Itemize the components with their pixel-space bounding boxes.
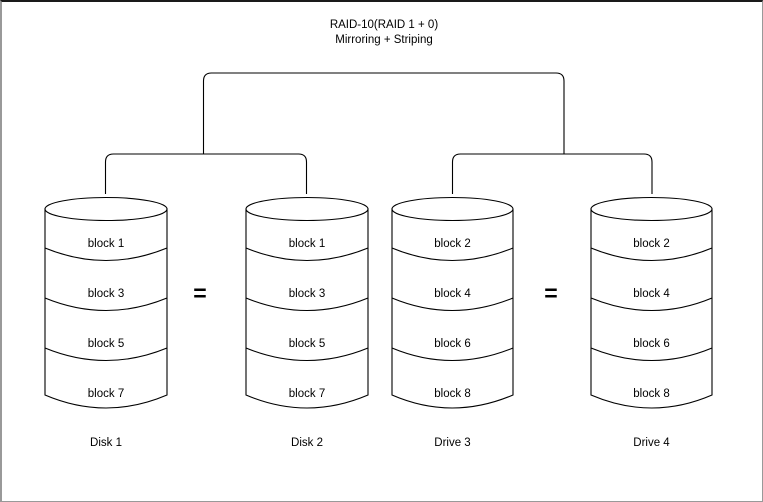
- drive-3-block-3: block 8: [434, 388, 470, 400]
- drive-4-group[interactable]: block 2 block 4 block 6 block 8 Drive 4: [590, 196, 713, 450]
- disk-2-label: Disk 2: [291, 437, 323, 449]
- drive-3-separator-3: [391, 347, 514, 362]
- drive-3-separator-2: [391, 297, 514, 312]
- disk-1-block-1: block 3: [88, 288, 124, 300]
- disk-2-block-1: block 3: [289, 288, 325, 300]
- diagram-title-line1: RAID-10(RAID 1 + 0): [330, 19, 438, 31]
- drive-4-block-1: block 4: [633, 288, 670, 300]
- drive-4-block-2: block 6: [633, 338, 669, 350]
- drive-4-top-ellipse: [590, 196, 713, 222]
- drive-4-label: Drive 4: [633, 437, 670, 449]
- disk-2-separator-2: [245, 297, 369, 312]
- drive-4-separator-1: [590, 247, 713, 262]
- disk-1-top-ellipse: [44, 196, 168, 222]
- drive-3-block-2: block 6: [434, 338, 470, 350]
- disk-2-separator-3: [245, 347, 369, 362]
- disk-2-block-3: block 7: [289, 388, 325, 400]
- drive-3-body: [391, 208, 514, 409]
- disk-1-body: [44, 208, 168, 409]
- disk-1-label: Disk 1: [90, 437, 122, 449]
- connector-right-pair-bracket: [451, 153, 653, 194]
- drive-4-separator-2: [590, 297, 713, 312]
- connector-left-pair-bracket: [104, 153, 308, 194]
- drive-3-block-1: block 4: [434, 288, 471, 300]
- drive-4-block-3: block 8: [633, 388, 669, 400]
- disk-1-block-0: block 1: [88, 238, 124, 250]
- drive-4-body: [590, 208, 713, 409]
- drive-3-separator-1: [391, 247, 514, 262]
- disk-1-block-3: block 7: [88, 388, 124, 400]
- drive-3-label: Drive 3: [434, 437, 470, 449]
- drive-4-separator-3: [590, 347, 713, 362]
- drive-3-top-ellipse: [391, 196, 514, 222]
- disk-1-block-2: block 5: [88, 338, 124, 350]
- disk-2-separator-1: [245, 247, 369, 262]
- mirror-equals-icon-left: =: [193, 280, 206, 306]
- disk-1-separator-3: [44, 347, 168, 362]
- disk-2-body: [245, 208, 369, 409]
- drive-3-group[interactable]: block 2 block 4 block 6 block 8 Drive 3: [391, 196, 514, 450]
- disk-2-block-0: block 1: [289, 238, 325, 250]
- diagram-title-line2: Mirroring + Striping: [335, 34, 432, 46]
- connector-tree: [104, 72, 653, 194]
- drive-3-block-0: block 2: [434, 238, 470, 250]
- disk-2-top-ellipse: [245, 196, 369, 222]
- disk-1-group[interactable]: block 1 block 3 block 5 block 7 Disk 1: [44, 196, 168, 450]
- mirror-equals-icon-right: =: [544, 280, 557, 306]
- disk-1-separator-1: [44, 247, 168, 262]
- drive-4-block-0: block 2: [633, 238, 669, 250]
- disk-2-block-2: block 5: [289, 338, 325, 350]
- connector-root-bracket: [202, 72, 565, 154]
- disk-1-separator-2: [44, 297, 168, 312]
- disk-2-group[interactable]: block 1 block 3 block 5 block 7 Disk 2: [245, 196, 369, 450]
